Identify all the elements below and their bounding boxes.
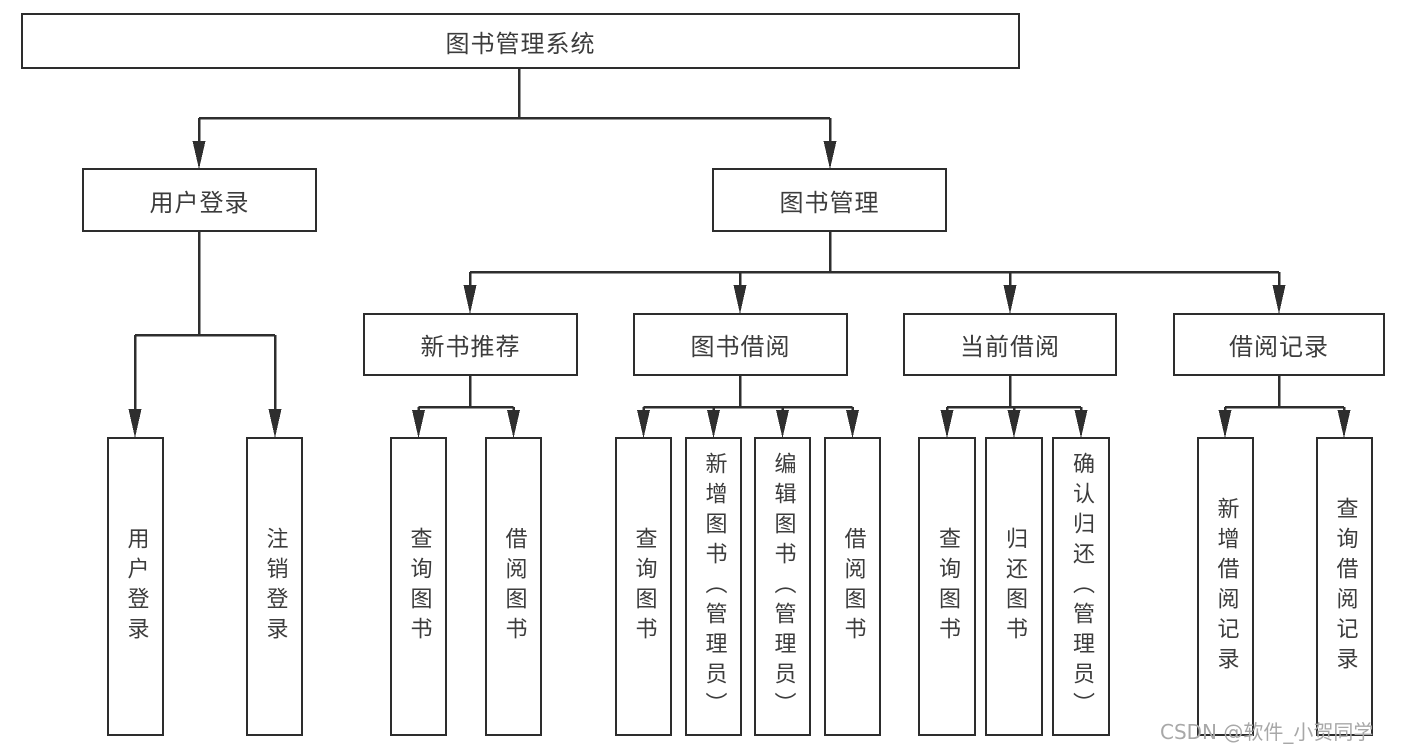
leaf-cb-query-books-label: 查询图书	[935, 526, 960, 647]
leaf-bb-query-books: 查询图书	[615, 437, 672, 736]
leaf-bb-edit-books-admin-label: 编辑图书（管理员）	[770, 451, 796, 722]
node-current-borrow-label: 当前借阅	[960, 333, 1060, 361]
leaf-br-add-record: 新增借阅记录	[1197, 437, 1254, 736]
leaf-bb-edit-books-admin: 编辑图书（管理员）	[754, 437, 811, 736]
node-book-borrow-label: 图书借阅	[690, 333, 791, 361]
node-borrow-records-label: 借阅记录	[1229, 333, 1329, 361]
leaf-br-query-record: 查询借阅记录	[1316, 437, 1373, 736]
node-user-login: 用户登录	[82, 168, 317, 232]
leaf-nbr-query-books: 查询图书	[390, 437, 447, 736]
node-current-borrow: 当前借阅	[903, 313, 1117, 376]
connector-new-book-recommend-to-leaves	[412, 376, 520, 438]
leaf-user-login: 用户登录	[107, 437, 164, 736]
leaf-br-add-record-label: 新增借阅记录	[1213, 496, 1239, 677]
node-book-management: 图书管理	[712, 168, 947, 232]
connector-book-management-to-level3	[463, 232, 1286, 314]
csdn-watermark: CSDN @软件_小贺同学	[1160, 720, 1374, 744]
connector-current-borrow-to-leaves	[940, 376, 1088, 438]
leaf-bb-borrow-books-label: 借阅图书	[840, 526, 866, 647]
leaf-bb-add-books-admin: 新增图书（管理员）	[685, 437, 742, 736]
leaf-cb-query-books: 查询图书	[918, 437, 976, 736]
leaf-bb-query-books-label: 查询图书	[631, 526, 657, 647]
node-root-label: 图书管理系统	[445, 29, 596, 58]
node-book-management-label: 图书管理	[779, 188, 880, 217]
leaf-nbr-borrow-books-label: 借阅图书	[501, 526, 527, 647]
leaf-cb-return-books-label: 归还图书	[1002, 526, 1027, 647]
connector-borrow-records-to-leaves	[1218, 376, 1351, 438]
leaf-cb-confirm-return-admin: 确认归还（管理员）	[1052, 437, 1110, 736]
leaf-nbr-borrow-books: 借阅图书	[485, 437, 542, 736]
connector-root-to-level2	[192, 69, 837, 169]
node-borrow-records: 借阅记录	[1173, 313, 1385, 376]
leaf-bb-add-books-admin-label: 新增图书（管理员）	[701, 451, 727, 722]
node-new-book-recommend-label: 新书推荐	[420, 333, 521, 361]
node-new-book-recommend: 新书推荐	[363, 313, 578, 376]
connector-book-borrow-to-leaves	[637, 376, 859, 438]
leaf-br-query-record-label: 查询借阅记录	[1332, 496, 1358, 677]
leaf-cb-confirm-return-admin-label: 确认归还（管理员）	[1069, 451, 1094, 722]
leaf-bb-borrow-books: 借阅图书	[824, 437, 881, 736]
leaf-logout: 注销登录	[246, 437, 303, 736]
leaf-cb-return-books: 归还图书	[985, 437, 1043, 736]
node-root: 图书管理系统	[21, 13, 1020, 69]
node-book-borrow: 图书借阅	[633, 313, 848, 376]
leaf-user-login-label: 用户登录	[123, 526, 149, 647]
node-user-login-label: 用户登录	[149, 188, 250, 217]
leaf-nbr-query-books-label: 查询图书	[406, 526, 432, 647]
leaf-logout-label: 注销登录	[262, 526, 288, 647]
connector-user-login-to-leaves	[128, 232, 282, 438]
